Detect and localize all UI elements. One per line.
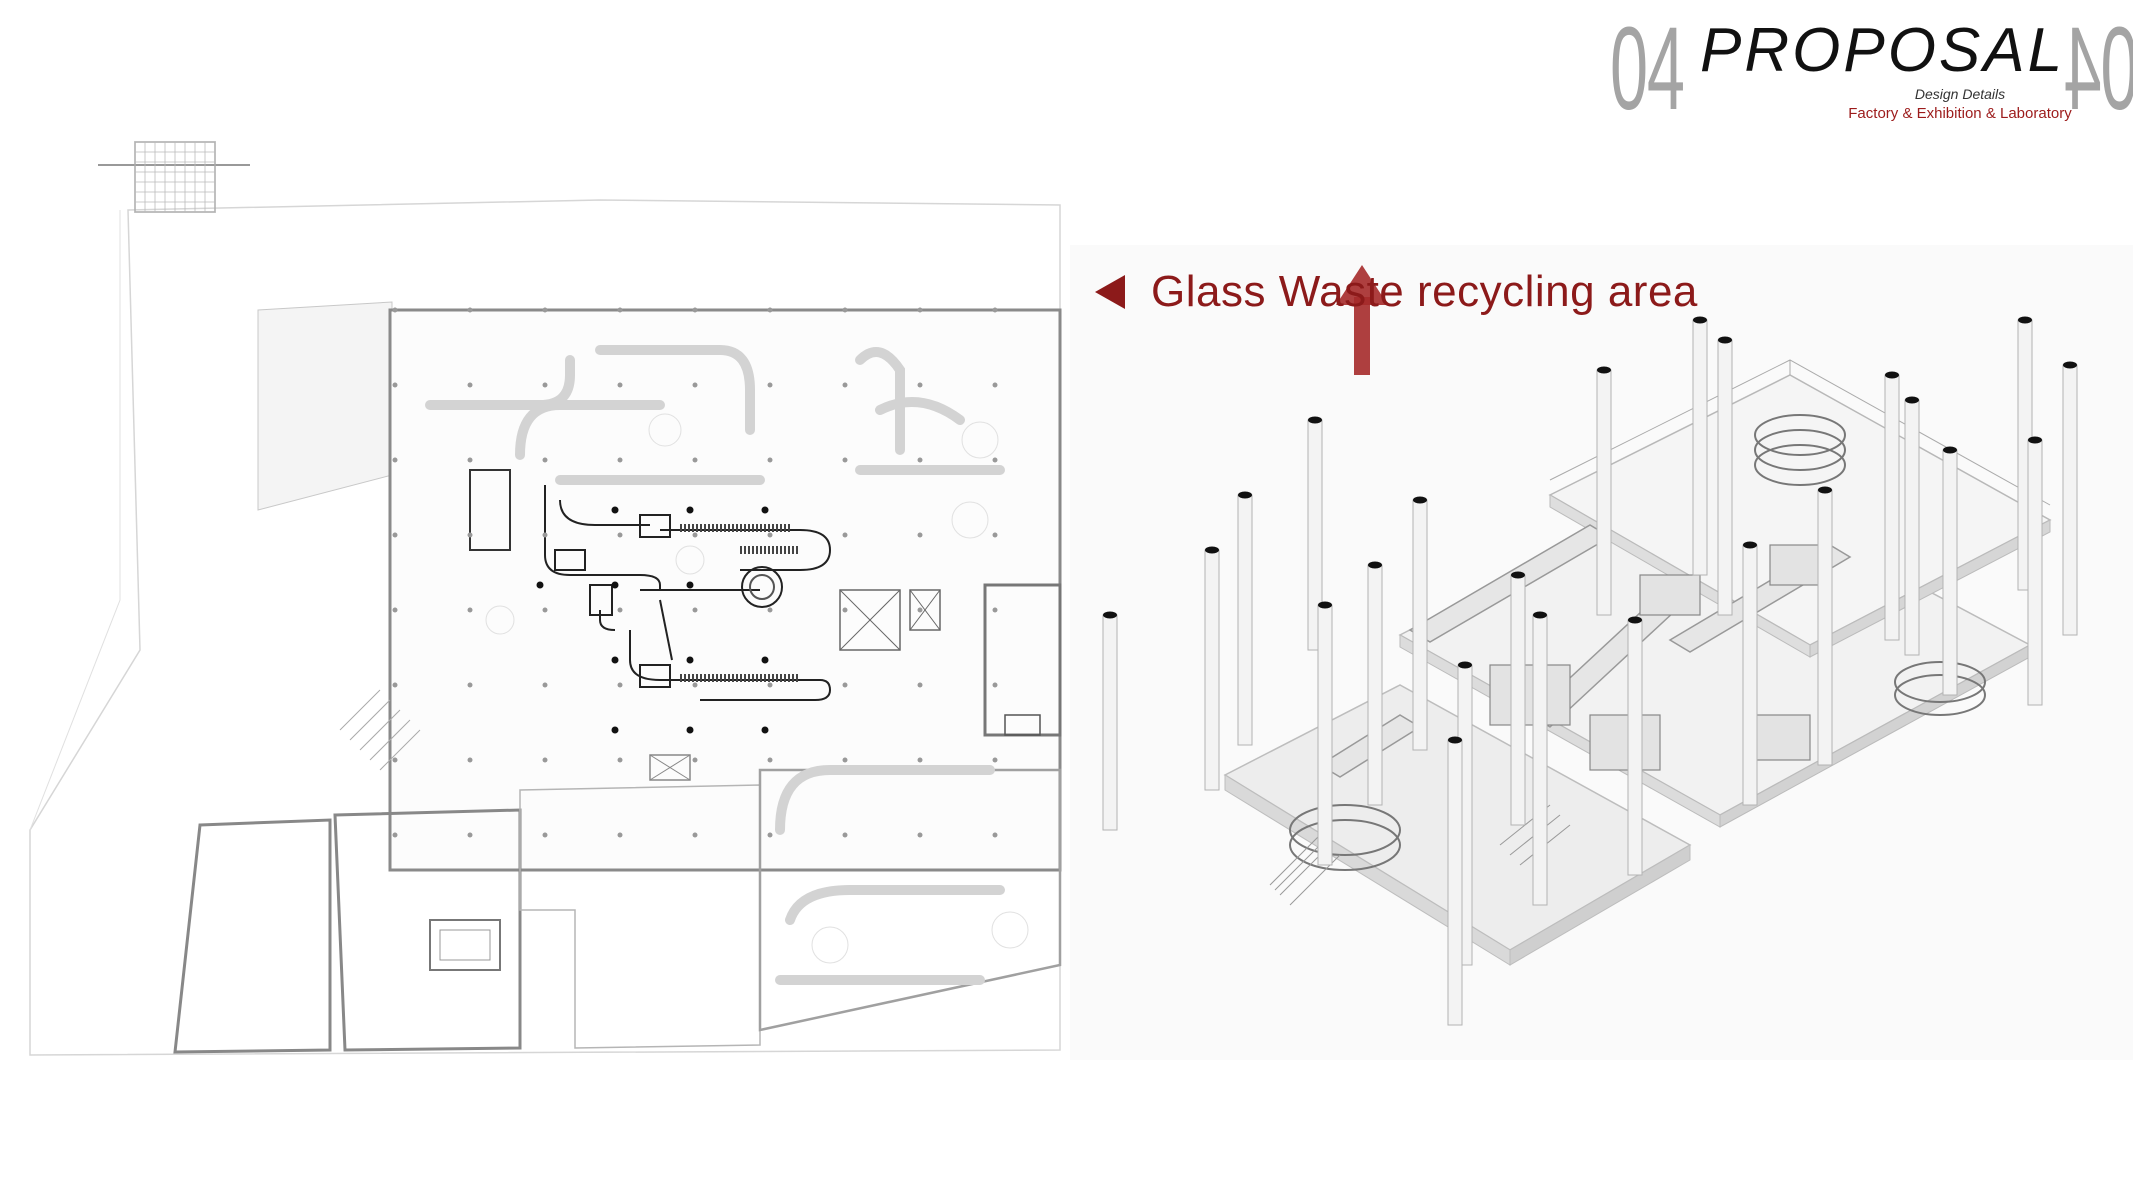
- floor-plan-svg: [29, 141, 1062, 1056]
- slide-subtitle: Design Details: [1914, 86, 2006, 102]
- section-number-left: 04: [1610, 3, 1685, 135]
- slide-subtitle-detail: Factory & Exhibition & Laboratory: [1848, 105, 2072, 122]
- stair-tower: [98, 141, 250, 213]
- arrow-up-icon: [1336, 265, 1388, 375]
- isometric-structure-drawing: [1070, 245, 2133, 1060]
- glass-recycling-line-plan: [469, 469, 832, 701]
- slide-title: PROPOSAL: [1700, 16, 2066, 85]
- recycling-area-label: Glass Waste recycling area: [1151, 267, 1698, 316]
- floor-plan-drawing: [0, 130, 1070, 1060]
- slide-header: 04 PROPOSAL 04 Design Details Factory & …: [1610, 3, 2133, 135]
- recycling-area-callout: Glass Waste recycling area: [1095, 262, 1698, 322]
- triangle-left-icon: [1095, 275, 1125, 309]
- isometric-structure-svg: [1102, 265, 2078, 1026]
